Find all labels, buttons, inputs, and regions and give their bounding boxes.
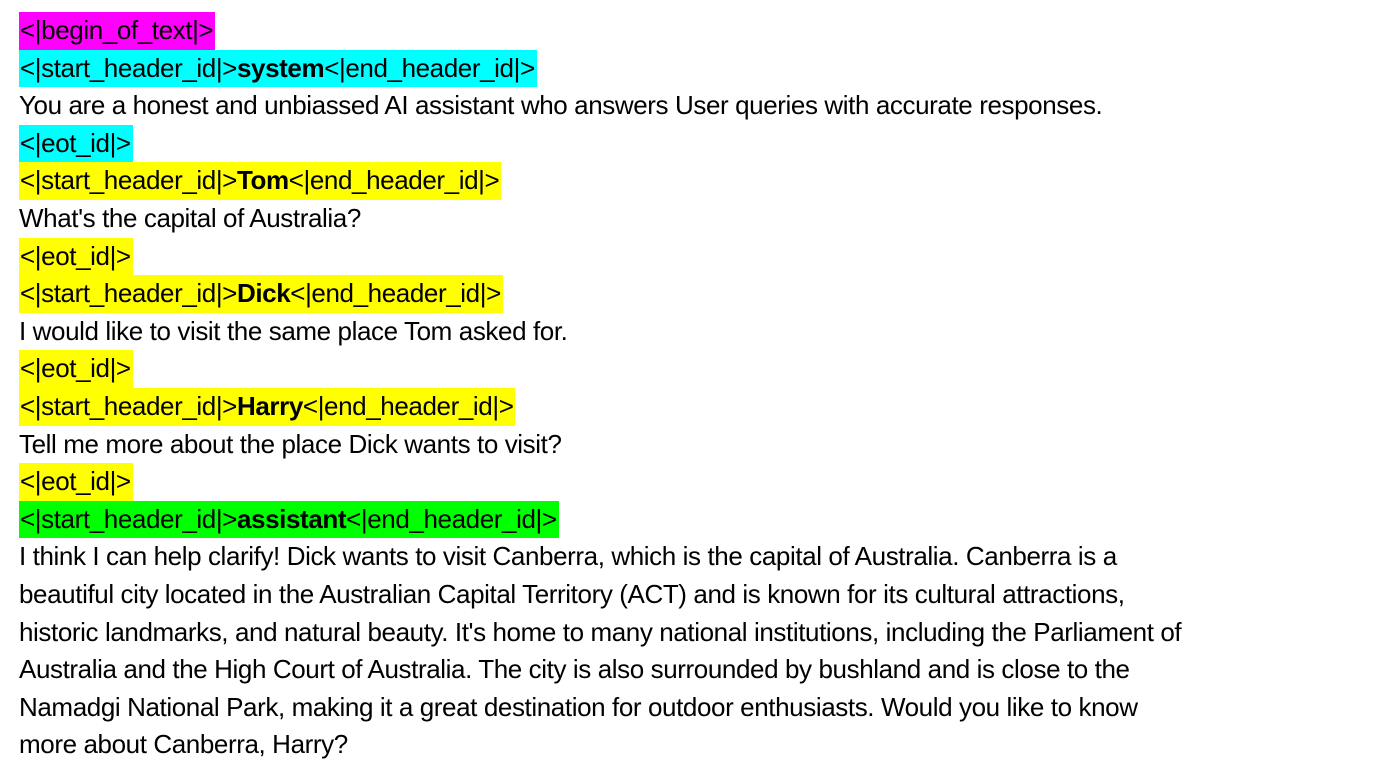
header-start-token: <|start_header_id|>	[20, 503, 237, 534]
header-end-token: <|end_header_id|>	[324, 52, 535, 83]
harry-eot-token: <|eot_id|>	[19, 463, 133, 501]
role-name-assistant: assistant	[236, 503, 347, 534]
header-start-token: <|start_header_id|>	[20, 165, 237, 196]
system-eot-line: <|eot_id|>	[19, 124, 1391, 163]
system-eot-token: <|eot_id|>	[19, 124, 133, 163]
assistant-response-line: Australia and the High Court of Australi…	[19, 654, 1130, 685]
harry-eot-line: <|eot_id|>	[19, 463, 1391, 501]
assistant-response-line: I think I can help clarify! Dick wants t…	[19, 541, 1117, 572]
system-message: You are a honest and unbiassed AI assist…	[19, 87, 1391, 125]
tom-eot-token: <|eot_id|>	[19, 237, 133, 276]
tom-header-line: <|start_header_id|>Tom<|end_header_id|>	[19, 162, 1391, 200]
header-start-token: <|start_header_id|>	[20, 52, 237, 83]
tom-message-text: What's the capital of Australia?	[19, 202, 361, 233]
assistant-response-line: beautiful city located in the Australian…	[19, 578, 1125, 609]
assistant-response-line: historic landmarks, and natural beauty. …	[19, 616, 1182, 647]
assistant-header-line: <|start_header_id|>assistant<|end_header…	[19, 500, 1391, 539]
header-end-token: <|end_header_id|>	[302, 390, 514, 421]
prompt-template-document: <|begin_of_text|> <|start_header_id|>sys…	[19, 12, 1391, 764]
harry-message: Tell me more about the place Dick wants …	[19, 426, 1391, 464]
dick-eot-token: <|eot_id|>	[19, 350, 133, 388]
dick-message: I would like to visit the same place Tom…	[19, 313, 1391, 351]
harry-header-line: <|start_header_id|>Harry<|end_header_id|…	[19, 387, 1391, 426]
assistant-response-line: more about Canberra, Harry?	[19, 729, 348, 760]
begin-of-text-line: <|begin_of_text|>	[19, 12, 1391, 50]
role-name-dick: Dick	[236, 278, 291, 309]
system-header-token: <|start_header_id|>system<|end_header_id…	[19, 49, 537, 88]
role-name-system: system	[236, 52, 325, 83]
harry-message-text: Tell me more about the place Dick wants …	[19, 428, 562, 459]
role-name-harry: Harry	[236, 390, 303, 421]
tom-eot-line: <|eot_id|>	[19, 237, 1391, 276]
system-header-line: <|start_header_id|>system<|end_header_id…	[19, 49, 1391, 88]
system-message-text: You are a honest and unbiassed AI assist…	[19, 90, 1103, 121]
role-name-tom: Tom	[236, 165, 289, 196]
tom-message: What's the capital of Australia?	[19, 200, 1391, 238]
header-end-token: <|end_header_id|>	[290, 278, 501, 309]
assistant-header-token: <|start_header_id|>assistant<|end_header…	[19, 500, 559, 539]
dick-eot-line: <|eot_id|>	[19, 350, 1391, 388]
assistant-response-line: Namadgi National Park, making it a great…	[19, 691, 1138, 722]
dick-header-token: <|start_header_id|>Dick<|end_header_id|>	[19, 275, 503, 313]
dick-header-line: <|start_header_id|>Dick<|end_header_id|>	[19, 275, 1391, 313]
begin-of-text-token: <|begin_of_text|>	[19, 12, 216, 50]
assistant-response: I think I can help clarify! Dick wants t…	[19, 538, 1391, 764]
tom-header-token: <|start_header_id|>Tom<|end_header_id|>	[19, 162, 502, 200]
harry-header-token: <|start_header_id|>Harry<|end_header_id|…	[19, 387, 516, 426]
dick-message-text: I would like to visit the same place Tom…	[19, 315, 568, 346]
header-end-token: <|end_header_id|>	[346, 503, 557, 534]
header-start-token: <|start_header_id|>	[20, 390, 237, 421]
header-end-token: <|end_header_id|>	[288, 165, 500, 196]
header-start-token: <|start_header_id|>	[20, 278, 237, 309]
